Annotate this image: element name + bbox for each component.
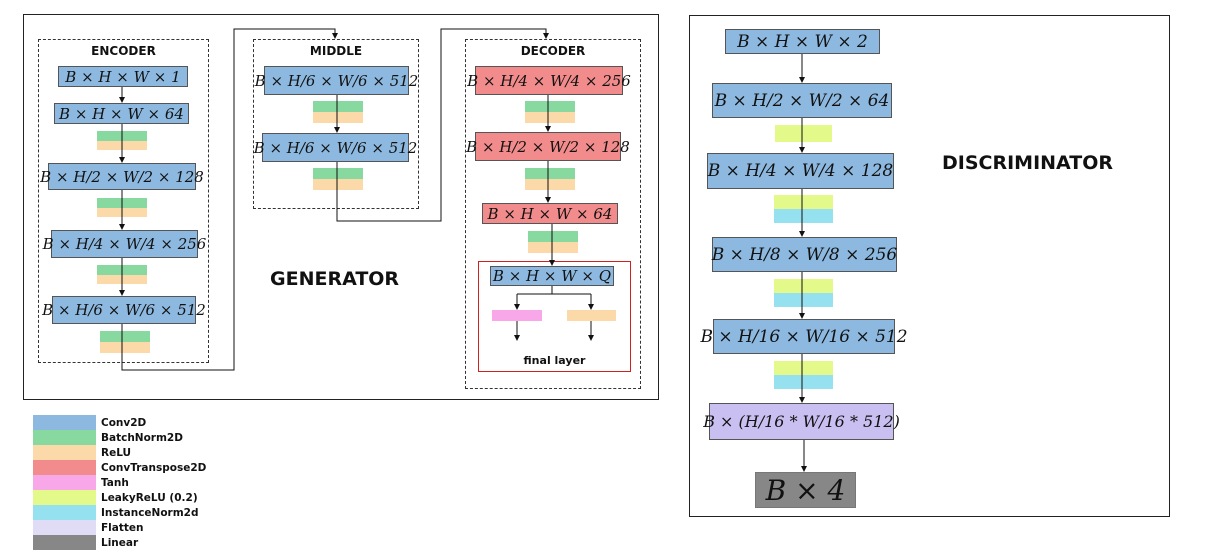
decoder-bn-relu-2 [525,168,575,190]
legend-label: ConvTranspose2D [101,461,207,474]
decoder-bn-relu-1 [525,101,575,123]
discriminator-panel [689,15,1170,517]
generator-panel [23,14,659,400]
encoder-block-3: B × H/2 × W/2 × 128 [40,163,204,190]
disc-lrelu-inorm-2 [774,279,833,307]
legend-label: Linear [101,536,139,549]
legend-swatch [33,490,96,505]
middle-group [253,39,419,209]
legend-swatch [33,475,96,490]
middle-bn-relu-1 [313,101,363,123]
legend-item: Conv2D [33,415,206,430]
legend-swatch [33,430,96,445]
final-conv-block: B × H × W × Q [490,266,614,286]
disc-block-3: B × H/4 × W/4 × 128 [707,153,894,189]
final-layer-label: final layer [523,354,586,367]
legend-swatch [33,460,96,475]
disc-block-2: B × H/2 × W/2 × 64 [712,83,892,118]
decoder-block-2: B × H/2 × W/2 × 128 [466,132,630,161]
legend-item: Linear [33,535,206,550]
middle-bn-relu-2 [313,168,363,190]
discriminator-label: DISCRIMINATOR [942,152,1114,174]
legend-item: BatchNorm2D [33,430,206,445]
disc-lrelu-inorm-1 [774,195,833,223]
encoder-block-2: B × H × W × 64 [54,103,189,124]
relu-chip [567,310,616,321]
legend-item: ConvTranspose2D [33,460,206,475]
legend-swatch [33,520,96,535]
decoder-block-3: B × H × W × 64 [482,203,618,224]
disc-block-1: B × H × W × 2 [725,29,880,54]
middle-title: MIDDLE [309,44,363,58]
disc-lrelu-inorm-3 [774,361,833,389]
encoder-block-1: B × H × W × 1 [58,66,188,87]
legend: Conv2D BatchNorm2D ReLU ConvTranspose2D … [33,415,206,550]
tanh-chip [492,310,542,321]
disc-flatten-block: B × (H/16 * W/16 * 512) [703,403,900,440]
legend-label: LeakyReLU (0.2) [101,491,198,504]
encoder-block-5: B × H/6 × W/6 × 512 [42,296,206,324]
legend-label: Conv2D [101,416,147,429]
legend-label: Flatten [101,521,144,534]
decoder-group [465,39,641,389]
legend-swatch [33,535,96,550]
legend-item: Flatten [33,520,206,535]
disc-linear-block: B × 4 [755,472,856,508]
encoder-block-4: B × H/4 × W/4 × 256 [43,230,206,258]
disc-block-4: B × H/8 × W/8 × 256 [712,237,897,272]
encoder-title: ENCODER [91,44,156,58]
encoder-bn-relu-4 [100,331,150,353]
disc-leakyrelu-1 [775,125,832,142]
legend-item: ReLU [33,445,206,460]
middle-block-2: B × H/6 × W/6 × 512 [254,133,417,162]
legend-label: InstanceNorm2d [101,506,199,519]
legend-swatch [33,415,96,430]
encoder-group [38,39,209,363]
middle-block-1: B × H/6 × W/6 × 512 [255,66,418,95]
disc-block-5: B × H/16 × W/16 × 512 [700,319,908,354]
legend-item: LeakyReLU (0.2) [33,490,206,505]
legend-label: BatchNorm2D [101,431,183,444]
legend-swatch [33,445,96,460]
legend-swatch [33,505,96,520]
legend-item: Tanh [33,475,206,490]
legend-label: ReLU [101,446,132,459]
decoder-block-1: B × H/4 × W/4 × 256 [467,66,631,95]
legend-label: Tanh [101,476,129,489]
decoder-title: DECODER [520,44,586,58]
decoder-bn-relu-3 [528,231,578,253]
legend-item: InstanceNorm2d [33,505,206,520]
generator-label: GENERATOR [270,268,400,290]
